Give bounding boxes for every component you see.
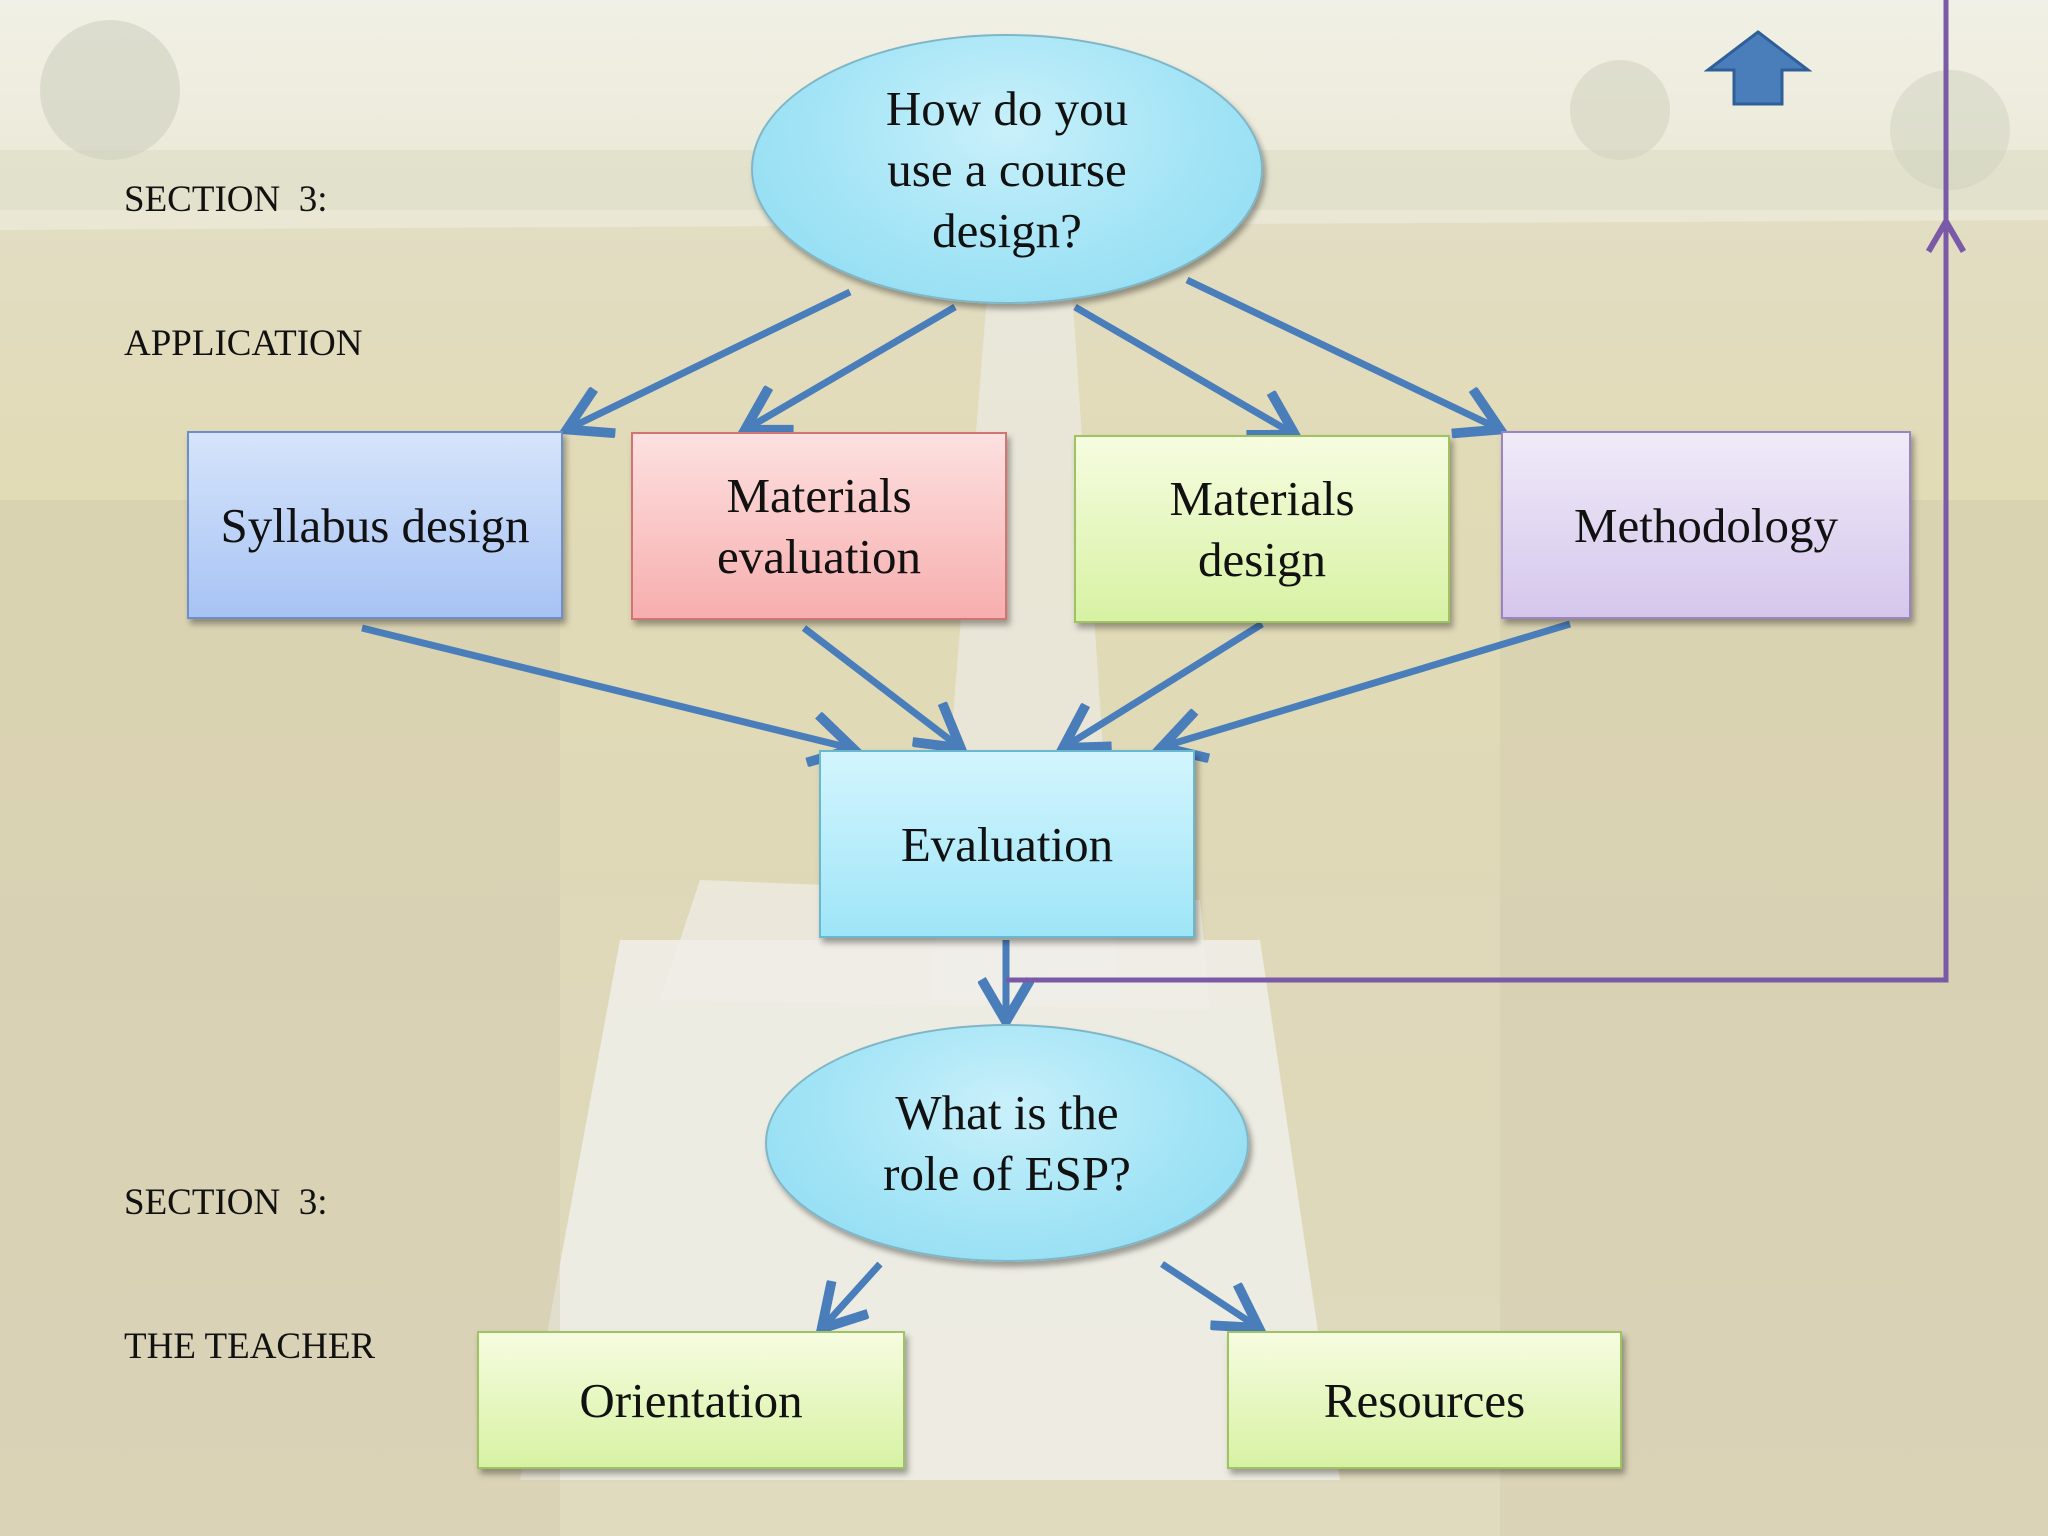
section-label-teacher-line-2: THE TEACHER <box>124 1326 376 1367</box>
section-label-teacher-line-1: SECTION 3: <box>124 1182 328 1223</box>
node-text-line: design? <box>932 202 1082 258</box>
node-text-line: Evaluation <box>900 816 1114 872</box>
arrow-question-to-methodology <box>1185 276 1497 428</box>
question-role-esp-node[interactable]: What is the role of ESP? <box>765 1024 1249 1262</box>
node-text-line: design <box>1198 532 1326 587</box>
arrow-question-esp-to-resources <box>1160 1261 1256 1326</box>
node-text-line: What is the <box>895 1085 1119 1140</box>
arrow-materials-design-to-evaluation <box>1066 621 1264 746</box>
node-text-line: use a course <box>887 141 1127 197</box>
resources-node[interactable]: Resources <box>1227 1331 1622 1469</box>
methodology-node[interactable]: Methodology <box>1501 431 1911 619</box>
arrow-materials-evaluation-to-evaluation <box>801 625 958 746</box>
node-text-line: How do you <box>885 80 1129 136</box>
evaluation-node[interactable]: Evaluation <box>819 750 1195 938</box>
node-text-line: role of ESP? <box>883 1146 1131 1201</box>
arrow-question-to-syllabus <box>570 288 852 428</box>
arrow-question-esp-to-orientation <box>824 1261 883 1326</box>
section-label-teacher: SECTION 3: THE TEACHER <box>124 1083 375 1419</box>
materials-design-node[interactable]: Materials design <box>1074 435 1450 623</box>
orientation-node[interactable]: Orientation <box>477 1331 905 1469</box>
node-text-line: Syllabus design <box>220 497 530 553</box>
node-text-line: Materials <box>1169 471 1355 526</box>
node-text-line: Orientation <box>579 1372 803 1428</box>
syllabus-design-node[interactable]: Syllabus design <box>187 431 563 619</box>
node-text-line: evaluation <box>716 529 922 584</box>
arrow-question-to-materials-design <box>1073 303 1292 433</box>
up-arrow-icon[interactable] <box>1704 30 1812 106</box>
arrow-syllabus-to-evaluation <box>361 624 850 748</box>
node-text-line: Methodology <box>1573 497 1839 553</box>
node-text-line: Resources <box>1323 1372 1526 1428</box>
materials-evaluation-node[interactable]: Materials evaluation <box>631 432 1007 620</box>
section-label-application-line-2: APPLICATION <box>124 323 363 364</box>
question-course-design-node[interactable]: How do you use a course design? <box>751 34 1263 304</box>
section-label-application-line-1: SECTION 3: <box>124 179 328 220</box>
section-label-application: SECTION 3: APPLICATION <box>124 80 362 416</box>
arrow-question-to-materials-evaluation <box>748 303 957 428</box>
feedback-loop-line <box>1006 224 1946 983</box>
arrow-methodology-to-evaluation <box>1165 620 1572 746</box>
node-text-line: Materials <box>726 468 912 523</box>
